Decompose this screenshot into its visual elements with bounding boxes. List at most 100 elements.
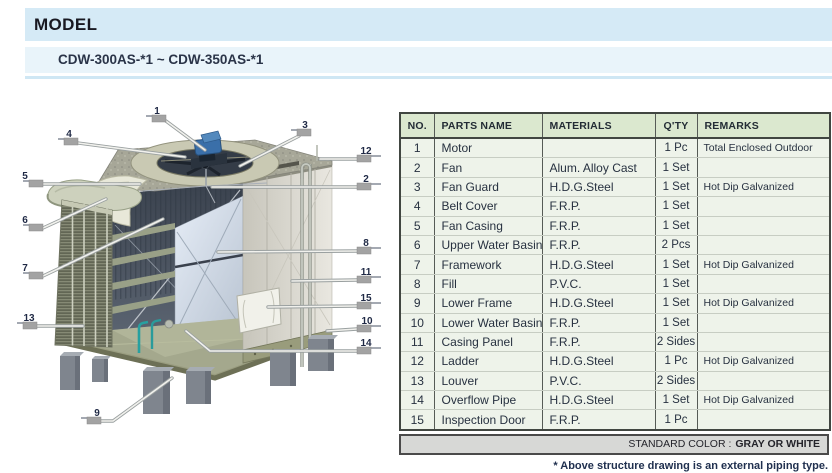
cell-qty: 1 Set <box>654 157 698 178</box>
callout-1: 1 <box>146 106 167 123</box>
cell-qty: 2 Sides <box>654 331 698 353</box>
cell-remarks: Hot Dip Galvanized <box>696 176 831 198</box>
table-row: 2 Fan Alum. Alloy Cast 1 Set <box>399 157 831 178</box>
cell-remarks <box>696 196 831 217</box>
right-casing-panel <box>242 162 333 364</box>
cell-no: 14 <box>399 390 435 411</box>
footnote: * Above structure drawing is an external… <box>553 459 828 472</box>
cell-qty: 1 Set <box>654 196 698 217</box>
cell-parts-name: Fan <box>433 157 543 178</box>
col-header-qty: Q'TY <box>654 112 698 139</box>
col-header-remarks: REMARKS <box>696 112 831 139</box>
table-row: 5 Fan Casing F.R.P. 1 Set <box>399 215 831 236</box>
table-row: 15 Inspection Door F.R.P. 1 Pc <box>399 409 831 431</box>
page-title: MODEL <box>34 15 98 34</box>
svg-text:12: 12 <box>360 146 372 157</box>
divider-strip <box>25 76 832 79</box>
callout-4: 4 <box>58 129 79 146</box>
cell-no: 10 <box>399 312 435 333</box>
table-row: 1 Motor 1 Pc Total Enclosed Outdoor <box>399 137 831 159</box>
callout-13: 13 <box>17 313 38 330</box>
cell-material: Alum. Alloy Cast <box>541 157 656 178</box>
callout-9: 9 <box>81 408 102 425</box>
table-row: 3 Fan Guard H.D.G.Steel 1 Set Hot Dip Ga… <box>399 176 831 198</box>
cell-material: F.R.P. <box>541 409 656 431</box>
callout-3: 3 <box>291 120 312 137</box>
external-pipe <box>300 145 318 367</box>
table-row: 6 Upper Water Basin F.R.P. 2 Pcs <box>399 234 831 256</box>
cell-qty: 1 Pc <box>654 351 698 372</box>
cell-no: 12 <box>399 351 435 372</box>
cell-material: H.D.G.Steel <box>541 176 656 198</box>
cell-parts-name: Framework <box>433 254 543 275</box>
cell-material: P.V.C. <box>541 273 656 295</box>
col-header-materials: MATERIALS <box>541 112 656 139</box>
cooling-tower-drawing: 1 4 3 12 5 2 6 8 7 11 15 13 10 14 9 <box>17 106 381 425</box>
cell-remarks <box>696 273 831 295</box>
cell-no: 13 <box>399 370 435 392</box>
cell-qty: 2 Sides <box>654 370 698 392</box>
cell-parts-name: Inspection Door <box>433 409 543 431</box>
svg-text:3: 3 <box>302 120 308 131</box>
cell-material: H.D.G.Steel <box>541 254 656 275</box>
callout-7: 7 <box>22 263 44 280</box>
cell-no: 2 <box>399 157 435 178</box>
cell-material: F.R.P. <box>541 234 656 256</box>
table-row: 7 Framework H.D.G.Steel 1 Set Hot Dip Ga… <box>399 254 831 275</box>
col-header-no: NO. <box>399 112 435 139</box>
svg-text:2: 2 <box>363 174 369 185</box>
float-ball <box>164 319 174 329</box>
cell-remarks: Hot Dip Galvanized <box>696 390 831 411</box>
svg-text:7: 7 <box>22 263 28 274</box>
cell-material: F.R.P. <box>541 215 656 236</box>
parts-table-wrap: NO. PARTS NAME MATERIALS Q'TY REMARKS 1 … <box>399 112 831 472</box>
table-row: 10 Lower Water Basin F.R.P. 1 Set <box>399 312 831 333</box>
cell-qty: 1 Pc <box>654 409 698 431</box>
cell-parts-name: Ladder <box>433 351 543 372</box>
svg-text:15: 15 <box>360 293 372 304</box>
parts-table: NO. PARTS NAME MATERIALS Q'TY REMARKS 1 … <box>399 112 831 431</box>
model-range: CDW-300AS-*1 ~ CDW-350AS-*1 <box>58 52 264 67</box>
col-header-parts-name: PARTS NAME <box>433 112 543 139</box>
parts-table-body: 1 Motor 1 Pc Total Enclosed Outdoor 2 Fa… <box>399 137 831 431</box>
svg-text:6: 6 <box>22 215 28 226</box>
cell-qty: 1 Set <box>654 312 698 333</box>
cell-remarks: Hot Dip Galvanized <box>696 254 831 275</box>
overflow-pipes <box>137 318 174 353</box>
table-header-row: NO. PARTS NAME MATERIALS Q'TY REMARKS <box>399 112 831 139</box>
cell-qty: 1 Set <box>654 176 698 198</box>
fill-panel <box>174 195 244 333</box>
table-row: 8 Fill P.V.C. 1 Set <box>399 273 831 295</box>
callout-2: 2 <box>356 174 381 191</box>
cell-no: 5 <box>399 215 435 236</box>
model-header-band: MODEL <box>25 8 832 41</box>
cell-qty: 1 Pc <box>654 137 698 159</box>
svg-text:4: 4 <box>66 129 72 140</box>
cell-no: 7 <box>399 254 435 275</box>
cell-parts-name: Fill <box>433 273 543 295</box>
callout-11: 11 <box>356 267 381 284</box>
cell-qty: 1 Set <box>654 254 698 275</box>
cell-remarks: Total Enclosed Outdoor <box>696 137 831 159</box>
cell-parts-name: Casing Panel <box>433 331 543 353</box>
cell-parts-name: Motor <box>433 137 543 159</box>
table-row: 9 Lower Frame H.D.G.Steel 1 Set Hot Dip … <box>399 293 831 314</box>
svg-text:9: 9 <box>94 408 100 419</box>
inspection-door <box>236 287 282 334</box>
support-feet <box>60 335 338 414</box>
svg-text:10: 10 <box>361 316 373 327</box>
table-row: 14 Overflow Pipe H.D.G.Steel 1 Set Hot D… <box>399 390 831 411</box>
callout-6: 6 <box>22 215 44 232</box>
cell-no: 8 <box>399 273 435 295</box>
cell-material: H.D.G.Steel <box>541 293 656 314</box>
cell-qty: 2 Pcs <box>654 234 698 256</box>
cell-remarks <box>696 312 831 333</box>
cell-no: 3 <box>399 176 435 198</box>
callout-10: 10 <box>356 316 381 333</box>
svg-text:11: 11 <box>361 267 372 278</box>
svg-text:5: 5 <box>22 171 28 182</box>
cell-remarks <box>696 331 831 353</box>
cell-remarks <box>696 157 831 178</box>
cell-parts-name: Louver <box>433 370 543 392</box>
